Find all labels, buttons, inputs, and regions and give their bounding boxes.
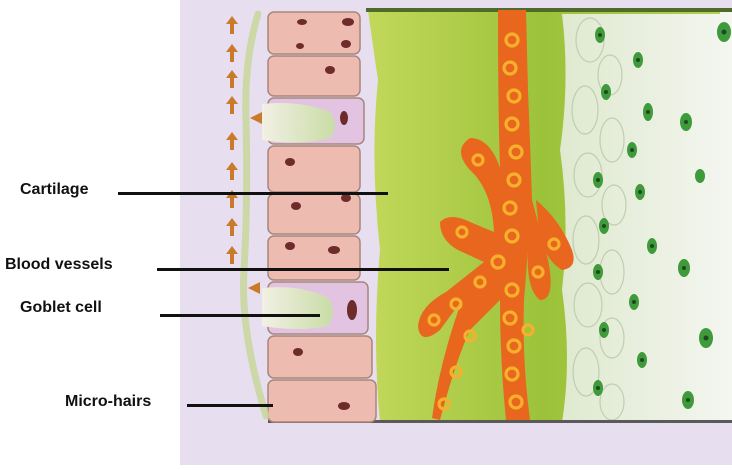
micro-hairs-label: Micro-hairs — [65, 393, 151, 411]
cartilage-label: Cartilage — [20, 181, 88, 199]
goblet-cell-label: Goblet cell — [20, 299, 102, 317]
tissue-top-border — [366, 8, 732, 12]
cartilage-leader-line — [118, 192, 388, 195]
blood-vessels-leader-line — [157, 268, 449, 271]
micro-hairs-leader-line — [187, 404, 273, 407]
goblet-cell-leader-line — [160, 314, 320, 317]
epithelial-cells — [268, 12, 376, 422]
blood-vessels-label: Blood vessels — [5, 256, 113, 274]
